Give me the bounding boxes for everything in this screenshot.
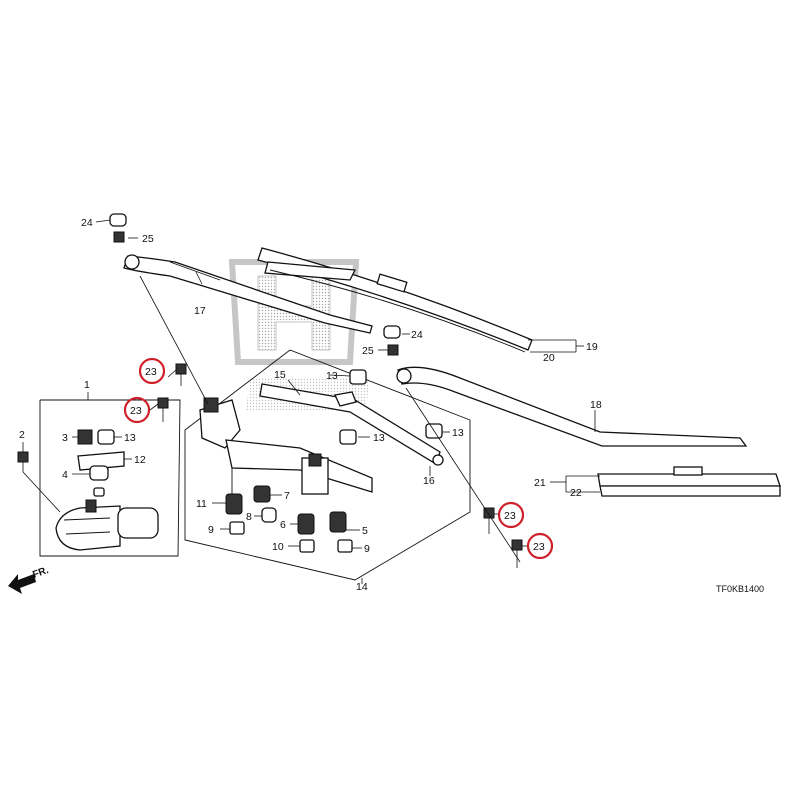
bolt-2 [17,451,29,472]
bolt-23-c [483,507,495,534]
grommet-small [93,487,105,497]
diagram-code: TF0KB1400 [716,584,764,594]
highlight-circle [497,501,525,529]
callout-label: 17 [194,305,206,317]
highlighted-callouts: 23 23 23 23 [123,357,554,560]
bracket-12 [77,451,125,471]
bolt-23-a [175,363,187,386]
highlight-label: 23 [504,510,516,522]
grommet-5 [329,511,347,533]
callout-label: 8 [246,511,252,523]
wiper-arm-17 [123,254,373,334]
callout-label: 20 [543,352,555,364]
collar-9a [229,521,245,535]
front-direction-arrow-icon: FR. [8,565,50,594]
callout-label: 19 [586,341,598,353]
callout-label: 18 [590,399,602,411]
callout-label: 5 [362,525,368,537]
linkage-frame [184,349,471,584]
callout-label: 13 [452,427,464,439]
highlight-label: 23 [130,405,142,417]
callout-label: 2 [19,429,25,441]
callout-label: 12 [134,454,146,466]
bushing-4 [89,465,109,481]
wiper-blade-22 [597,466,781,497]
nut-cap-24-lower [383,325,401,356]
grommet-7 [253,485,271,503]
highlight-label: 23 [533,541,545,553]
collar-10 [299,539,315,553]
callout-label: 3 [62,432,68,444]
motor-frame [39,392,181,557]
callout-label: 25 [362,345,374,357]
callout-label: 9 [364,543,370,555]
wiper-arm-18 [396,366,748,447]
callout-label: 13 [326,370,338,382]
callout-label: 25 [142,233,154,245]
callout-label: 16 [423,475,435,487]
callout-label: 6 [280,519,286,531]
wiper-motor [55,499,159,551]
grommet-3 [77,429,93,445]
callout-label: 13 [373,432,385,444]
bolt-23-d [511,539,523,568]
callout-label: 1 [84,379,90,391]
grommet-13b [349,369,367,385]
callout-labels: 1 2 3 4 5 6 7 8 9 9 10 11 12 13 13 13 13… [19,217,602,593]
nut-cap-24-upper [109,213,127,243]
grommet-13a [97,429,115,445]
callout-label: 21 [534,477,546,489]
callout-label: 22 [570,487,582,499]
callout-label: 24 [411,329,423,341]
callout-label: 24 [81,217,93,229]
highlight-circle [123,396,151,424]
callout-label: 9 [208,524,214,536]
wiper-linkage [199,383,444,510]
wiper-blade-front-upper [257,247,533,353]
callout-label: 14 [356,581,368,593]
grommet-6 [297,513,315,535]
callout-label: 7 [284,490,290,502]
leader-lines [22,219,600,563]
collar-9b [337,539,353,553]
highlight-label: 23 [145,366,157,378]
highlight-circle [526,532,554,560]
highlight-circle [138,357,166,385]
grommet-13c [339,429,357,445]
callout-label: 13 [124,432,136,444]
grommet-11 [225,493,243,515]
bolt-23-b [157,397,169,422]
callout-label: 11 [196,498,207,510]
callout-label: 15 [274,369,286,381]
bushing-8 [261,507,277,523]
front-arrow-label: FR. [31,565,50,581]
callout-label: 4 [62,469,68,481]
callout-label: 10 [272,541,284,553]
